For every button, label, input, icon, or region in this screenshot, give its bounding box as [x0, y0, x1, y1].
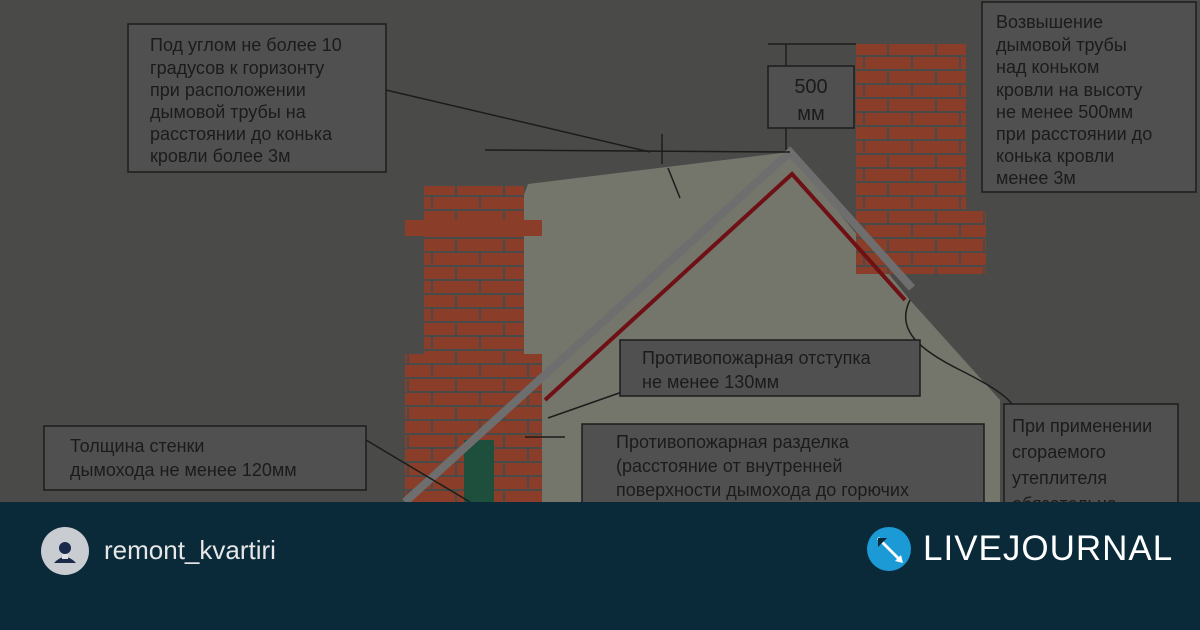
wall-leader — [365, 439, 471, 502]
elevation-line-4: кровли на высоту — [996, 80, 1142, 100]
wall-line-2: дымохода не менее 120мм — [70, 460, 297, 480]
offset-leader — [547, 391, 623, 419]
insulation-note-box — [1003, 403, 1179, 502]
offset-note-box — [619, 339, 921, 397]
insulation-line-2: сгораемого — [1012, 442, 1106, 462]
insulation-leader — [904, 299, 1013, 405]
height-value: 500 — [794, 76, 827, 98]
right-chimney-upper — [856, 44, 966, 210]
username-link[interactable]: remont_kvartiri — [104, 535, 276, 565]
insulation-line-4: обязательна — [1012, 494, 1118, 502]
elevation-line-2: дымовой трубы — [996, 35, 1127, 55]
angle-note-line-4: дымовой трубы на — [150, 102, 307, 122]
cut-line-1: Противопожарная разделка — [616, 432, 850, 452]
angle-note-box — [127, 23, 387, 173]
right-chimney-lower — [856, 210, 986, 274]
elevation-line-5: не менее 500мм — [996, 102, 1133, 122]
chimney-insulation — [464, 440, 494, 502]
cut-line-3: поверхности дымохода до горючих — [616, 480, 909, 500]
angle-note-line-1: Под углом не более 10 — [150, 35, 342, 55]
wall-line-1: Толщина стенки — [70, 436, 204, 456]
angle-note-line-6: кровли более 3м — [150, 146, 290, 166]
livejournal-pencil-icon — [867, 527, 911, 571]
left-chimney-shaft — [424, 236, 524, 354]
left-chimney-cap — [424, 186, 524, 220]
left-chimney-collar — [405, 220, 542, 236]
elevation-line-1: Возвышение — [996, 12, 1103, 32]
offset-line-1: Противопожарная отступка — [642, 348, 872, 368]
angle-leader — [385, 89, 651, 153]
brand-name: LIVEJOURNAL — [923, 529, 1174, 568]
elevation-note-box — [981, 1, 1197, 193]
elevation-line-3: над коньком — [996, 57, 1099, 77]
roof-membrane — [543, 171, 907, 402]
offset-line-2: не менее 130мм — [642, 372, 779, 392]
elevation-line-6: при расстоянии до — [996, 124, 1152, 144]
angle-note-line-3: при расположении — [150, 80, 306, 100]
user-silhouette-icon — [54, 542, 76, 563]
horizon-line — [484, 149, 791, 153]
cut-note-box — [581, 423, 985, 502]
insulation-line-1: При применении — [1012, 416, 1152, 436]
livejournal-brand[interactable]: LIVEJOURNAL — [865, 524, 1173, 574]
elevation-line-8: менее 3м — [996, 168, 1076, 188]
height-unit: мм — [797, 103, 825, 125]
angle-arrow-bottom — [667, 167, 681, 199]
insulation-line-3: утеплителя — [1012, 468, 1107, 488]
angle-note-line-5: расстоянии до конька — [150, 124, 333, 144]
wall-note-box — [43, 425, 367, 491]
footer-bar — [0, 502, 1200, 630]
chimney-diagram: Под углом не более 10 градусов к горизон… — [43, 1, 1197, 502]
user-avatar[interactable] — [41, 527, 89, 575]
height-note-box — [767, 65, 855, 129]
cut-line-2: (расстояние от внутренней — [616, 456, 842, 476]
angle-note-line-2: градусов к горизонту — [150, 58, 324, 78]
elevation-line-7: конька кровли — [996, 146, 1114, 166]
